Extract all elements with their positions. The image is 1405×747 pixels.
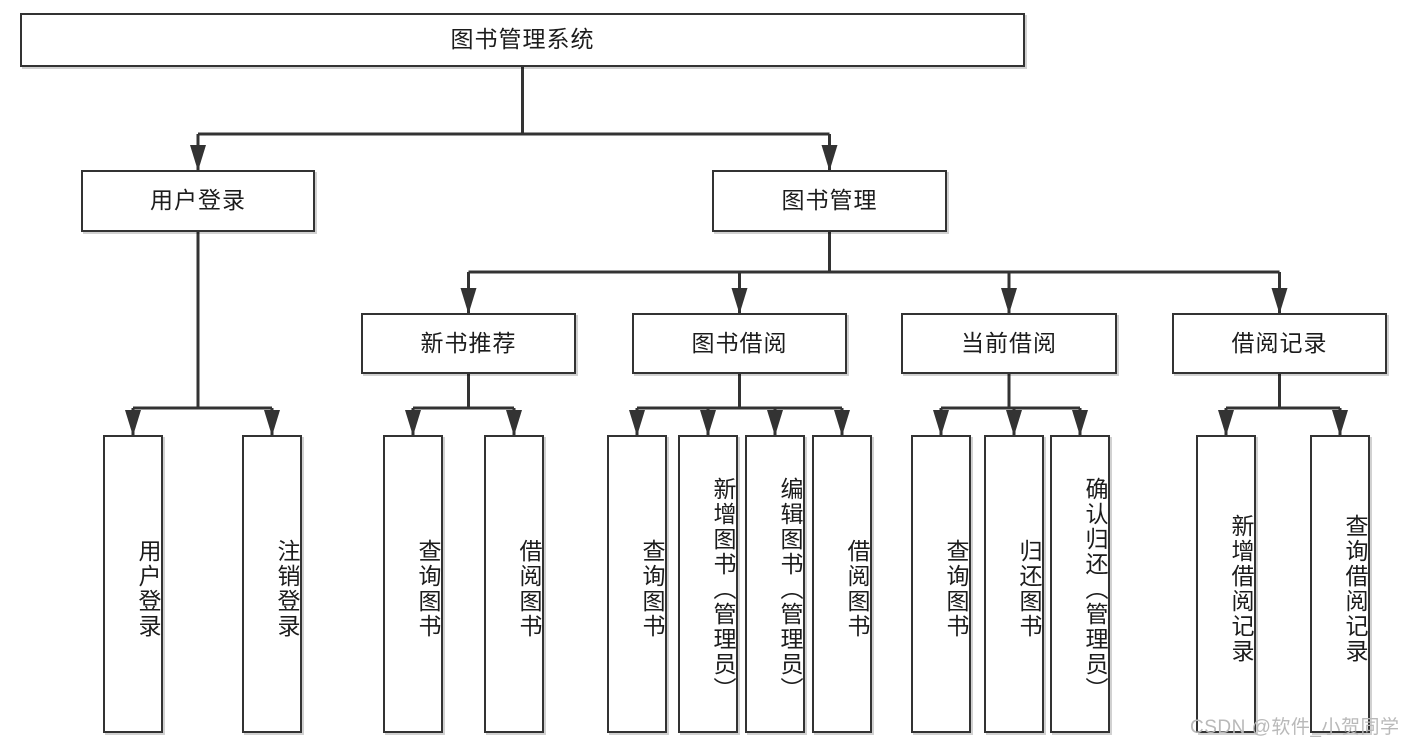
node-user-login[interactable]: 用户登录 <box>81 170 315 232</box>
node-leaf-logout-login[interactable]: 注销登录 <box>242 435 302 733</box>
node-leaf-query-book-3[interactable]: 查询图书 <box>911 435 971 733</box>
node-label: 当前借阅 <box>961 329 1057 356</box>
node-label: 图书管理系统 <box>450 26 595 53</box>
node-label: 新书推荐 <box>420 329 517 356</box>
node-label: 编辑图书（管理员） <box>777 476 803 702</box>
node-label: 查询借阅记录 <box>1342 514 1368 664</box>
node-label: 借阅记录 <box>1231 329 1328 356</box>
node-book-manage[interactable]: 图书管理 <box>712 170 947 232</box>
node-label: 图书管理 <box>781 187 878 214</box>
node-label: 用户登录 <box>135 539 161 639</box>
node-new-book-recommend[interactable]: 新书推荐 <box>361 313 576 374</box>
node-leaf-borrow-book-2[interactable]: 借阅图书 <box>812 435 872 733</box>
node-leaf-query-book-1[interactable]: 查询图书 <box>383 435 443 733</box>
node-label: 确认归还（管理员） <box>1082 476 1108 702</box>
node-leaf-user-login[interactable]: 用户登录 <box>103 435 163 733</box>
node-leaf-confirm-return[interactable]: 确认归还（管理员） <box>1050 435 1110 733</box>
node-label: 查询图书 <box>415 539 441 639</box>
node-label: 借阅图书 <box>844 539 870 639</box>
node-book-borrow[interactable]: 图书借阅 <box>632 313 847 374</box>
node-borrow-record[interactable]: 借阅记录 <box>1172 313 1387 374</box>
node-leaf-query-record[interactable]: 查询借阅记录 <box>1310 435 1370 733</box>
node-label: 查询图书 <box>943 539 969 639</box>
node-leaf-add-record[interactable]: 新增借阅记录 <box>1196 435 1256 733</box>
node-leaf-borrow-book-1[interactable]: 借阅图书 <box>484 435 544 733</box>
node-leaf-add-book[interactable]: 新增图书（管理员） <box>678 435 738 733</box>
node-label: 图书借阅 <box>691 329 788 356</box>
node-current-borrow[interactable]: 当前借阅 <box>901 313 1117 374</box>
node-label: 用户登录 <box>150 187 246 214</box>
node-leaf-edit-book[interactable]: 编辑图书（管理员） <box>745 435 805 733</box>
node-label: 注销登录 <box>274 539 300 639</box>
node-label: 新增借阅记录 <box>1228 514 1254 664</box>
node-root[interactable]: 图书管理系统 <box>20 13 1025 67</box>
node-label: 借阅图书 <box>516 539 542 639</box>
node-leaf-return-book[interactable]: 归还图书 <box>984 435 1044 733</box>
node-label: 新增图书（管理员） <box>710 476 736 702</box>
node-leaf-query-book-2[interactable]: 查询图书 <box>607 435 667 733</box>
node-label: 归还图书 <box>1016 539 1042 639</box>
node-label: 查询图书 <box>639 539 665 639</box>
